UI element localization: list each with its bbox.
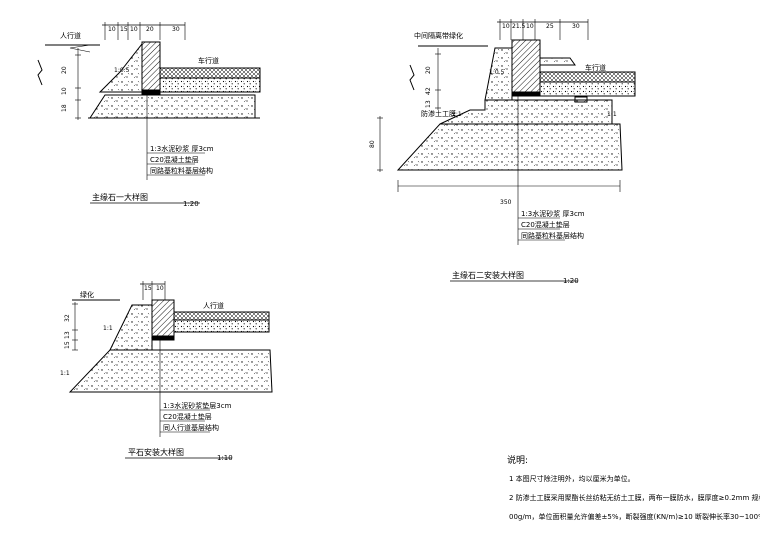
dim: 18 — [61, 104, 68, 112]
greenbelt-label: 绿化 — [80, 290, 94, 299]
slope-label: 1:1 — [103, 325, 113, 332]
detail-curb-two-text: 中间隔离带绿化 车行道 防渗土工膜 10 21.5 10 25 30 20 42… — [369, 23, 617, 285]
dim: 15 — [64, 341, 71, 349]
drawing-scale: 1:20 — [563, 277, 579, 285]
slope-label: 1:0.5 — [489, 69, 505, 76]
detail-curb-one — [37, 22, 261, 204]
dim: 42 — [425, 87, 432, 95]
dim: 13 — [425, 100, 432, 108]
notes-heading: 说明: — [507, 454, 528, 466]
sidewalk-label: 人行道 — [60, 31, 81, 40]
sidewalk-label: 人行道 — [203, 301, 224, 310]
slope-label: 1:1 — [60, 370, 70, 377]
dim: 13 — [64, 331, 71, 339]
leader-note: 1:3水泥砂浆 厚3cm — [150, 144, 214, 153]
leader-note: C20混凝土垫层 — [150, 155, 199, 164]
leader-note: 同路基粒料基层结构 — [150, 166, 213, 175]
detail-curb-two — [377, 19, 636, 282]
dim: 15 — [144, 285, 152, 292]
height-dim: 80 — [369, 140, 376, 148]
leader-note: 1:3水泥砂浆垫层3cm — [163, 401, 232, 410]
dim: 25 — [546, 23, 554, 30]
roadway-label: 车行道 — [198, 56, 219, 65]
dim: 15 — [120, 26, 128, 33]
leader-note: 1:3水泥砂浆 厚3cm — [521, 209, 585, 218]
slope-label: 1:1 — [607, 111, 617, 118]
slope-label: 1:0.5 — [114, 67, 130, 74]
drawing-title: 平石安装大样图 — [128, 447, 184, 457]
dim: 30 — [172, 26, 180, 33]
leader-note: 同人行道基层结构 — [163, 423, 219, 432]
note-line: 2 防渗土工膜采用聚酯长丝纺粘无纺土工膜，两布一膜防水，膜厚度≥0.2mm 规格… — [509, 493, 760, 502]
width-dim: 350 — [500, 199, 512, 206]
detail-flat-stone-text: 绿化 人行道 15 10 32 13 15 1:1 1:1 1:3水泥砂浆垫层3… — [60, 285, 233, 462]
leader-note: 同路基粒料基层结构 — [521, 231, 584, 240]
drawing-scale: 1:20 — [183, 200, 199, 208]
dim: 10 — [130, 26, 138, 33]
notes-block: 说明: 1 本图尺寸除注明外，均以厘米为单位。 2 防渗土工膜采用聚酯长丝纺粘无… — [507, 454, 760, 521]
detail-flat-stone — [68, 281, 273, 459]
note-line: 00g/m，单位面积量允许偏差±5%，断裂强度(KN/m)≥10 断裂伸长率30… — [509, 512, 760, 521]
drawing-title: 主缘石二安装大样图 — [452, 270, 524, 280]
berm-label: 防渗土工膜 — [421, 109, 456, 118]
leader-note: C20混凝土垫层 — [163, 412, 212, 421]
dim: 32 — [64, 314, 71, 322]
dim: 10 — [108, 26, 116, 33]
drawing-title: 主缘石一大样图 — [92, 192, 148, 202]
dim: 10 — [61, 87, 68, 95]
dim: 21.5 — [512, 23, 526, 30]
dim: 10 — [502, 23, 510, 30]
dim: 30 — [572, 23, 580, 30]
dim: 10 — [526, 23, 534, 30]
slope-label: 1:1 — [452, 111, 462, 118]
note-line: 1 本图尺寸除注明外，均以厘米为单位。 — [509, 474, 635, 483]
dim: 20 — [146, 26, 154, 33]
dim: 10 — [156, 285, 164, 292]
leader-note: C20混凝土垫层 — [521, 220, 570, 229]
dim: 20 — [61, 66, 68, 74]
dim: 20 — [425, 66, 432, 74]
median-label: 中间隔离带绿化 — [414, 31, 463, 40]
drawing-scale: 1:10 — [217, 454, 233, 462]
roadway-label: 车行道 — [585, 63, 606, 72]
detail-curb-one-text: 人行道 车行道 10 15 10 20 30 20 10 18 1:0.5 1:… — [60, 26, 219, 208]
